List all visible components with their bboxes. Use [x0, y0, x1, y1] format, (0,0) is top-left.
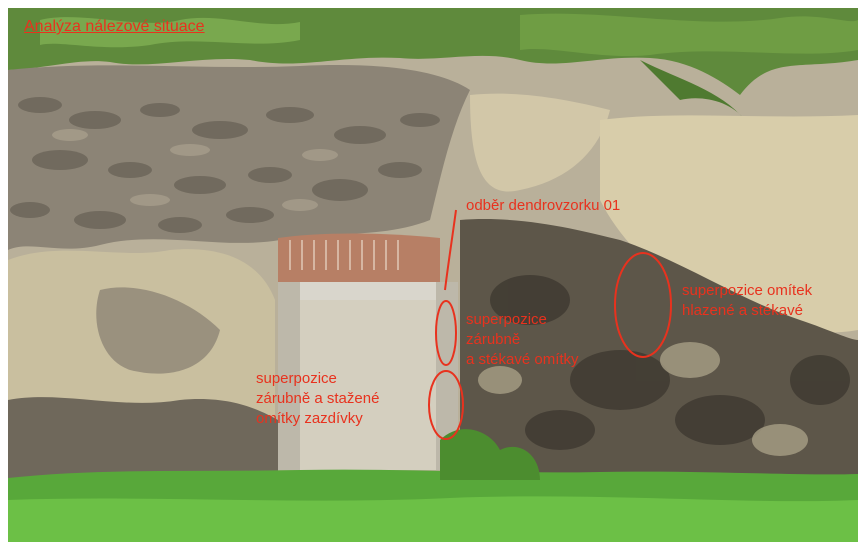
annotation-line: superpozice omítek — [682, 282, 813, 299]
brick-arch — [278, 233, 440, 282]
annotation-line: zárubně — [466, 331, 521, 348]
annotation-line: hlazené a stékavé — [682, 302, 803, 319]
image-title: Analýza nálezové situace — [24, 18, 205, 35]
plaster-patch-right — [600, 115, 858, 333]
annotation-frame-infill: superpozice zárubně a stažené omítky zaz… — [256, 369, 379, 429]
door-infill — [300, 300, 436, 470]
plaster-superposition-ellipse — [614, 252, 672, 358]
frame-plaster-ellipse — [435, 300, 457, 366]
stone-masonry — [8, 65, 470, 250]
annotation-plaster-superposition: superpozice omítek hlazené a stékavé — [682, 281, 812, 321]
annotation-line: omítky zazdívky — [256, 410, 363, 427]
annotation-frame-plaster: superpozice zárubně a stékavé omítky — [466, 310, 579, 370]
annotation-marks — [428, 209, 672, 440]
annotation-line: a stékavé omítky — [466, 351, 579, 368]
dendro-pointer-line — [444, 209, 457, 291]
frame-infill-ellipse — [428, 370, 464, 440]
annotation-line: superpozice — [256, 370, 337, 387]
annotation-line: superpozice — [466, 311, 547, 328]
annotation-line: zárubně a stažené — [256, 390, 380, 407]
annotation-dendro-sample: odběr dendrovzorku 01 — [466, 197, 621, 214]
